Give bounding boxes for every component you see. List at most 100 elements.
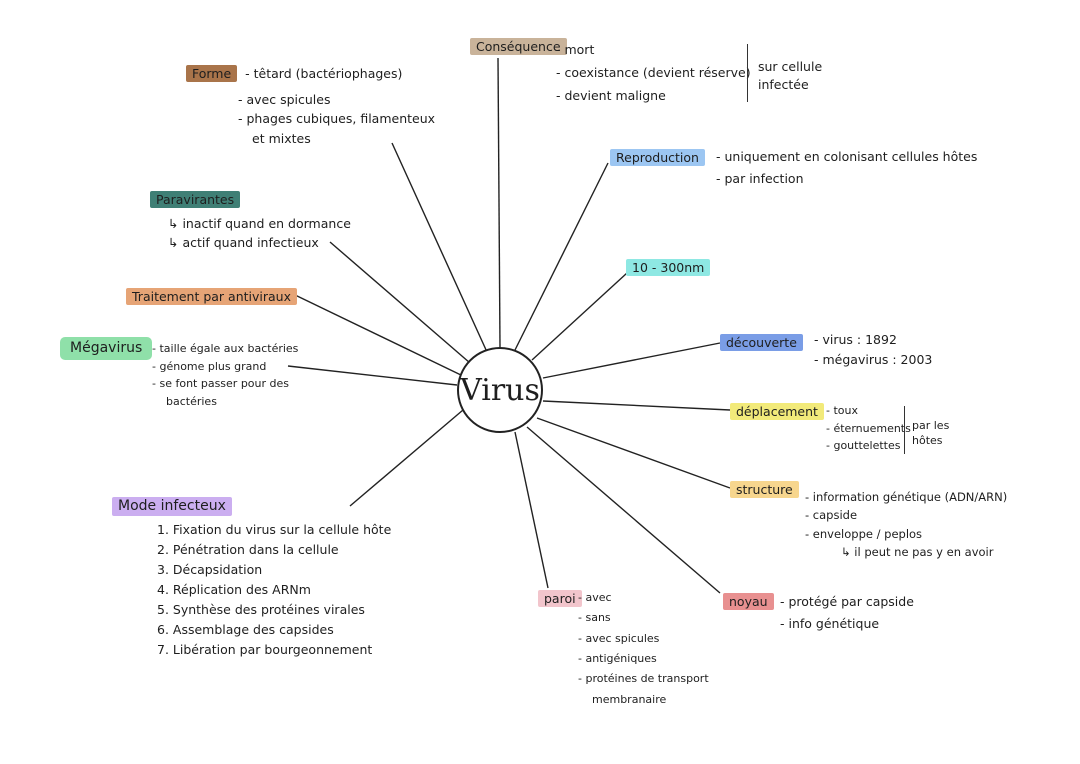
consequence-item: - mort bbox=[556, 42, 595, 57]
traitement-title: Traitement par antiviraux bbox=[126, 288, 297, 305]
branch-deplacement: déplacement bbox=[730, 402, 824, 421]
mode-step: 7. Libération par bourgeonnement bbox=[157, 642, 373, 657]
structure-title: structure bbox=[730, 481, 799, 498]
consequence-item: - coexistance (devient réserve) bbox=[556, 65, 751, 81]
forme-title: Forme bbox=[186, 65, 238, 82]
paroi-item: - avec spicules bbox=[578, 631, 660, 645]
decouverte-item: - mégavirus : 2003 bbox=[814, 352, 933, 367]
structure-item: - enveloppe / peplos bbox=[805, 526, 923, 541]
paravirantes-list: ↳ inactif quand en dormance ↳ actif quan… bbox=[168, 214, 351, 253]
deplacement-item: - toux bbox=[826, 404, 858, 417]
branch-taille: 10 - 300nm bbox=[626, 258, 711, 277]
mode-step: 4. Réplication des ARNm bbox=[157, 582, 311, 597]
paravirantes-item: ↳ actif quand infectieux bbox=[168, 235, 319, 251]
mode-step: 5. Synthèse des protéines virales bbox=[157, 602, 365, 617]
mode-step: 1. Fixation du virus sur la cellule hôte bbox=[157, 522, 392, 537]
mode-list: 1. Fixation du virus sur la cellule hôte… bbox=[157, 520, 391, 660]
deplacement-title: déplacement bbox=[730, 403, 824, 420]
forme-list: - avec spicules - phages cubiques, filam… bbox=[238, 90, 435, 148]
connector-megavirus bbox=[287, 365, 458, 386]
megavirus-item: - taille égale aux bactéries bbox=[152, 342, 299, 355]
branch-structure: structure bbox=[730, 480, 799, 499]
branch-consequence: Conséquence bbox=[470, 37, 567, 56]
consequence-side-line: sur cellule bbox=[758, 59, 823, 74]
decouverte-list: - virus : 1892 - mégavirus : 2003 bbox=[814, 330, 932, 370]
connector-paravirantes bbox=[329, 241, 471, 364]
paravirantes-title: Paravirantes bbox=[150, 191, 241, 208]
reproduction-title: Reproduction bbox=[610, 149, 705, 166]
decouverte-title: découverte bbox=[720, 334, 803, 351]
forme-item: - phages cubiques, filamenteux bbox=[238, 111, 436, 127]
megavirus-item: - génome plus grand bbox=[152, 359, 267, 373]
structure-item: - capside bbox=[805, 508, 858, 523]
branch-paroi: paroi bbox=[538, 589, 582, 608]
center-node: Virus bbox=[457, 347, 543, 433]
noyau-list: - protégé par capside - info génétique bbox=[780, 591, 914, 635]
forme-item: - avec spicules bbox=[238, 92, 331, 107]
branch-traitement: Traitement par antiviraux bbox=[126, 287, 297, 306]
deplacement-side-line: par les bbox=[912, 419, 950, 432]
connector-reproduction bbox=[514, 162, 609, 351]
consequence-brace bbox=[747, 44, 748, 102]
megavirus-item: bactéries bbox=[166, 394, 217, 408]
connector-noyau bbox=[526, 426, 721, 594]
deplacement-side: par les hôtes bbox=[912, 418, 949, 449]
forme-item: et mixtes bbox=[252, 130, 311, 146]
reproduction-list: - uniquement en colonisant cellules hôte… bbox=[716, 146, 977, 190]
megavirus-title: Mégavirus bbox=[60, 337, 153, 360]
structure-list: - information génétique (ADN/ARN) - caps… bbox=[805, 488, 1007, 562]
deplacement-item: - gouttelettes bbox=[826, 439, 901, 453]
megavirus-item: - se font passer pour des bbox=[152, 377, 290, 391]
consequence-title: Conséquence bbox=[470, 38, 567, 55]
paroi-item: - sans bbox=[578, 611, 611, 625]
megavirus-list: - taille égale aux bactéries - génome pl… bbox=[152, 340, 298, 410]
connector-consequence bbox=[497, 57, 501, 348]
connector-structure bbox=[536, 417, 731, 489]
branch-mode: Mode infecteux bbox=[112, 496, 232, 518]
consequence-side: sur cellule infectée bbox=[758, 58, 822, 93]
taille-title: 10 - 300nm bbox=[626, 259, 711, 276]
structure-item: ↳ il peut ne pas y en avoir bbox=[841, 545, 994, 560]
connector-mode bbox=[349, 409, 464, 507]
connector-deplacement bbox=[542, 400, 731, 411]
consequence-item: - devient maligne bbox=[556, 88, 666, 104]
mode-step: 2. Pénétration dans la cellule bbox=[157, 542, 339, 557]
consequence-side-line: infectée bbox=[758, 76, 809, 92]
branch-noyau: noyau bbox=[723, 592, 774, 611]
mode-step: 3. Décapsidation bbox=[157, 562, 263, 577]
paroi-item: - avec bbox=[578, 591, 612, 604]
connector-taille bbox=[531, 272, 628, 361]
connector-paroi bbox=[514, 431, 549, 589]
forme-item: - têtard (bactériophages) bbox=[245, 66, 403, 81]
connector-decouverte bbox=[542, 342, 721, 379]
paroi-list: - avec - sans - avec spicules - antigéni… bbox=[578, 588, 709, 710]
noyau-item: - protégé par capside bbox=[780, 594, 914, 609]
reproduction-item: - uniquement en colonisant cellules hôte… bbox=[716, 149, 978, 164]
center-label: Virus bbox=[460, 372, 540, 408]
consequence-list: - mort - coexistance (devient réserve) -… bbox=[556, 38, 751, 107]
deplacement-side-line: hôtes bbox=[912, 434, 943, 448]
branch-reproduction: Reproduction bbox=[610, 148, 705, 167]
mode-title: Mode infecteux bbox=[112, 497, 232, 516]
structure-item: - information génétique (ADN/ARN) bbox=[805, 490, 1008, 504]
paroi-title: paroi bbox=[538, 590, 582, 607]
deplacement-list: - toux - éternuements - gouttelettes bbox=[826, 402, 911, 455]
branch-forme: Forme - têtard (bactériophages) bbox=[186, 64, 402, 83]
noyau-item: - info génétique bbox=[780, 615, 880, 631]
deplacement-item: - éternuements bbox=[826, 421, 911, 435]
reproduction-item: - par infection bbox=[716, 170, 804, 186]
connector-traitement bbox=[292, 293, 464, 377]
paroi-item: membranaire bbox=[592, 692, 667, 706]
paroi-item: - antigéniques bbox=[578, 652, 657, 666]
noyau-title: noyau bbox=[723, 593, 774, 610]
branch-megavirus: Mégavirus bbox=[60, 337, 153, 360]
paravirantes-item: ↳ inactif quand en dormance bbox=[168, 216, 351, 231]
connector-forme bbox=[391, 142, 488, 353]
branch-paravirantes: Paravirantes bbox=[150, 190, 241, 209]
mode-step: 6. Assemblage des capsides bbox=[157, 622, 334, 637]
branch-decouverte: découverte bbox=[720, 333, 803, 352]
decouverte-item: - virus : 1892 bbox=[814, 332, 897, 347]
paroi-item: - protéines de transport bbox=[578, 672, 709, 686]
deplacement-brace bbox=[904, 406, 905, 454]
